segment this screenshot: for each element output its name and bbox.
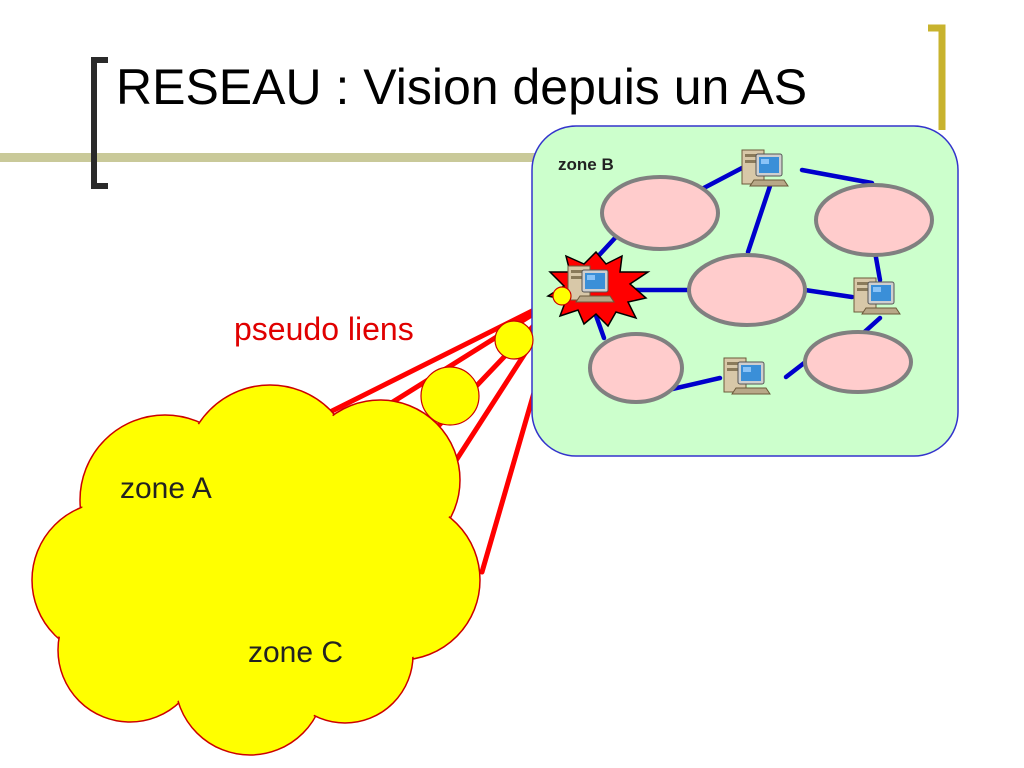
highlighted-border-router-icon [546,250,651,328]
pseudo-link [315,293,565,421]
pseudo-links-label: pseudo liens [234,311,414,347]
zone-c-label: zone C [248,636,343,669]
pseudo-link-node [420,366,480,426]
zone-b-areas [588,175,934,404]
area-ellipse [803,330,913,394]
area-ellipse [600,175,720,251]
pseudo-link-nodes [420,286,572,426]
pseudo-link-node [552,286,572,306]
left-bracket [91,57,108,189]
zone-b-label: zone B [558,155,614,174]
computer-router-icon [853,277,901,315]
area-ellipse [814,183,934,257]
zone-a-label: zone A [120,472,212,505]
area-ellipse [588,332,684,404]
area-ellipse [687,253,807,327]
right-bracket [928,24,946,130]
cloud-fill-core [34,387,478,753]
title-underline-bar [0,153,560,162]
slide-title: RESEAU : Vision depuis un AS [116,59,808,115]
computer-router-icon [741,149,789,187]
pseudo-link-node [494,320,534,360]
zone-b-links [587,165,883,393]
computer-router-icon [723,357,771,395]
